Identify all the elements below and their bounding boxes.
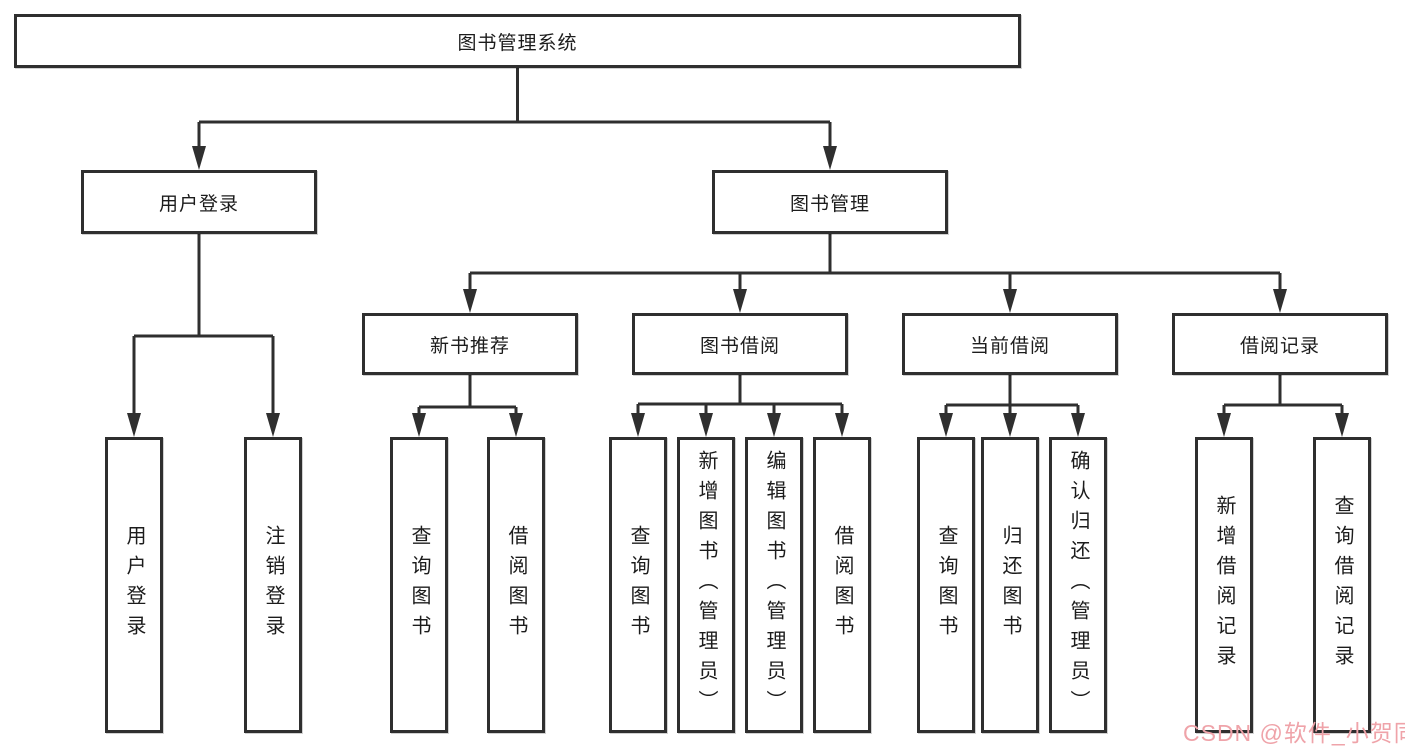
connectors-bookmgmt-to-level3: [463, 234, 1287, 313]
leaf-query-borrow-record: 查询借阅记录: [1313, 437, 1371, 733]
leaf-label: 用户登录: [123, 525, 145, 645]
leaf-label: 确认归还（管理员）: [1067, 450, 1089, 720]
leaf-user-login: 用户登录: [105, 437, 163, 733]
leaf-label: 查询图书: [627, 525, 649, 645]
connectors-login-leaves: [127, 234, 280, 437]
leaf-label: 查询借阅记录: [1331, 495, 1353, 675]
node-label: 新书推荐: [429, 335, 510, 357]
node-borrow-records: 借阅记录: [1172, 313, 1388, 375]
leaf-add-borrow-record: 新增借阅记录: [1195, 437, 1253, 733]
arrow-down-icon: [1071, 413, 1085, 437]
arrow-down-icon: [266, 413, 280, 437]
leaf-label: 注销登录: [262, 525, 284, 645]
node-label: 借阅记录: [1239, 335, 1320, 357]
node-current-borrowing: 当前借阅: [902, 313, 1118, 375]
node-label: 当前借阅: [969, 335, 1050, 357]
arrow-down-icon: [192, 146, 206, 170]
node-label: 图书借阅: [699, 335, 780, 357]
leaf-add-books-admin: 新增图书（管理员）: [677, 437, 735, 733]
connectors-current-leaves: [939, 375, 1085, 437]
arrow-down-icon: [127, 413, 141, 437]
leaf-edit-books-admin: 编辑图书（管理员）: [745, 437, 803, 733]
node-book-management: 图书管理: [712, 170, 948, 234]
leaf-query-books-1: 查询图书: [390, 437, 448, 733]
arrow-down-icon: [1273, 289, 1287, 313]
leaf-borrow-books-1: 借阅图书: [487, 437, 545, 733]
leaf-label: 借阅图书: [831, 525, 853, 645]
arrow-down-icon: [823, 146, 837, 170]
arrow-down-icon: [463, 289, 477, 313]
watermark: CSDN @软件_小贺同学: [1183, 720, 1405, 746]
arrow-down-icon: [1335, 413, 1349, 437]
connectors-root-to-level2: [192, 68, 837, 170]
node-new-book-recommend: 新书推荐: [362, 313, 578, 375]
arrow-down-icon: [699, 413, 713, 437]
node-label: 图书管理系统: [457, 32, 578, 54]
leaf-query-books-2: 查询图书: [609, 437, 667, 733]
arrow-down-icon: [509, 413, 523, 437]
leaf-confirm-return-admin: 确认归还（管理员）: [1049, 437, 1107, 733]
arrow-down-icon: [939, 413, 953, 437]
leaf-label: 查询图书: [408, 525, 430, 645]
arrow-down-icon: [631, 413, 645, 437]
leaf-borrow-books-2: 借阅图书: [813, 437, 871, 733]
node-root-system: 图书管理系统: [14, 14, 1021, 68]
connectors-newbook-leaves: [412, 375, 523, 437]
leaf-query-books-3: 查询图书: [917, 437, 975, 733]
leaf-label: 借阅图书: [505, 525, 527, 645]
node-label: 图书管理: [789, 193, 870, 215]
connectors-record-leaves: [1217, 375, 1349, 437]
arrow-down-icon: [835, 413, 849, 437]
leaf-return-books: 归还图书: [981, 437, 1039, 733]
leaf-label: 查询图书: [935, 525, 957, 645]
arrow-down-icon: [733, 289, 747, 313]
node-book-borrowing: 图书借阅: [632, 313, 848, 375]
node-user-login-branch: 用户登录: [81, 170, 317, 234]
arrow-down-icon: [412, 413, 426, 437]
leaf-label: 编辑图书（管理员）: [763, 450, 785, 720]
arrow-down-icon: [1003, 289, 1017, 313]
leaf-label: 归还图书: [999, 525, 1021, 645]
node-label: 用户登录: [158, 193, 239, 215]
leaf-label: 新增借阅记录: [1213, 495, 1235, 675]
arrow-down-icon: [1003, 413, 1017, 437]
leaf-logout: 注销登录: [244, 437, 302, 733]
connectors-borrow-leaves: [631, 375, 849, 437]
leaf-label: 新增图书（管理员）: [695, 450, 717, 720]
arrow-down-icon: [767, 413, 781, 437]
arrow-down-icon: [1217, 413, 1231, 437]
